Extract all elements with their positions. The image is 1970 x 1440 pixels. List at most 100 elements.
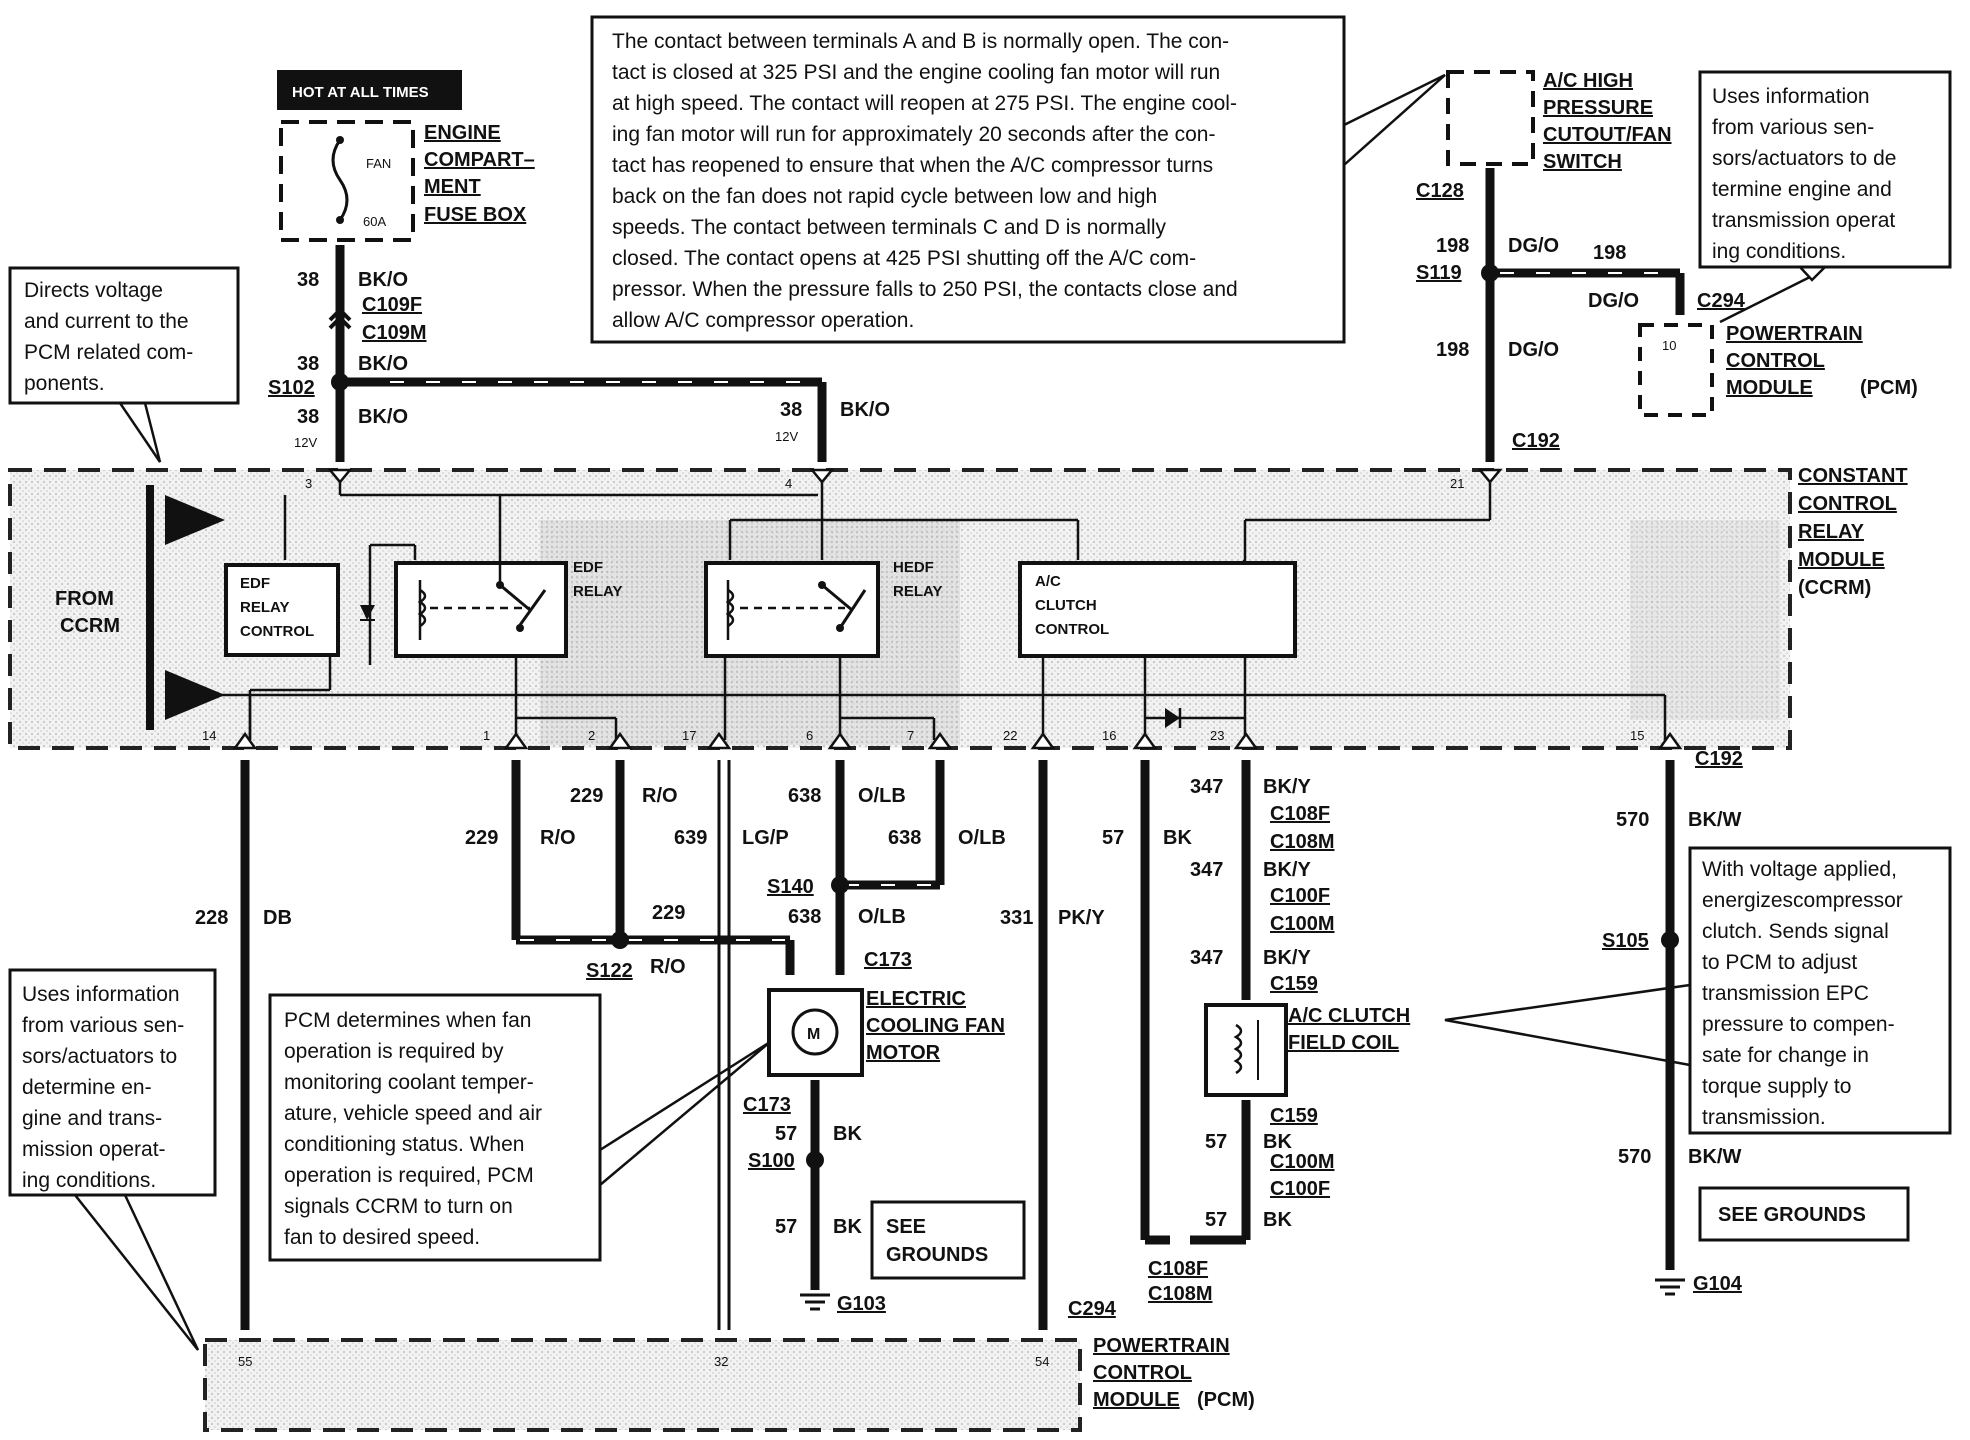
svg-text:57: 57 [1205, 1209, 1227, 1231]
svg-text:17: 17 [682, 728, 696, 743]
svg-text:COOLING FAN: COOLING FAN [866, 1015, 1005, 1037]
svg-text:228: 228 [195, 907, 228, 929]
engine-fuse-box: FAN 60A ENGINE COMPART– MENT FUSE BOX [279, 120, 535, 242]
svg-text:O/LB: O/LB [858, 785, 906, 807]
note-pressure-switch: The contact between terminals A and B is… [590, 15, 1346, 344]
svg-text:PK/Y: PK/Y [1058, 907, 1105, 929]
svg-text:C192: C192 [1695, 748, 1743, 770]
svg-text:BK/Y: BK/Y [1263, 859, 1311, 881]
svg-text:638: 638 [888, 827, 921, 849]
ground-symbol-g103 [800, 1293, 830, 1311]
svg-text:S119: S119 [1416, 262, 1462, 284]
svg-text:FIELD COIL: FIELD COIL [1288, 1032, 1399, 1054]
svg-text:S140: S140 [767, 876, 814, 898]
note-ccrm: Directs voltage and current to the PCM r… [8, 266, 240, 405]
svg-text:C100M: C100M [1270, 1151, 1334, 1173]
svg-text:R/O: R/O [642, 785, 678, 807]
svg-text:termine engine and: termine engine and [1712, 178, 1892, 201]
svg-text:C109M: C109M [362, 322, 426, 344]
svg-text:transmission EPC: transmission EPC [1702, 982, 1869, 1005]
svg-text:allow A/C compressor operation: allow A/C compressor operation. [612, 309, 914, 332]
lower-wire-labels: 228 DB 229 R/O 229 R/O 229 S122 R/O 639 … [195, 748, 1743, 1320]
ac-clutch-field-coil: A/C CLUTCH FIELD COIL [1204, 1003, 1410, 1097]
ground-symbol-g104 [1655, 1278, 1685, 1296]
svg-text:(PCM): (PCM) [1860, 377, 1918, 399]
svg-text:C109F: C109F [362, 294, 422, 316]
svg-text:C192: C192 [1512, 430, 1560, 452]
svg-text:CONSTANT: CONSTANT [1798, 465, 1908, 487]
ccrm-internal-wiring [200, 480, 1667, 740]
svg-text:SWITCH: SWITCH [1543, 151, 1622, 173]
l-label: L [175, 686, 187, 708]
pin-markers [232, 468, 1683, 750]
svg-text:operation is required by: operation is required by [284, 1040, 504, 1063]
svg-text:transmission operat: transmission operat [1712, 209, 1895, 232]
svg-text:back on the fan does not rapid: back on the fan does not rapid cycle bet… [612, 185, 1157, 208]
svg-text:C100M: C100M [1270, 913, 1334, 935]
svg-text:pressure to compen-: pressure to compen- [1702, 1013, 1895, 1036]
svg-text:MOTOR: MOTOR [866, 1042, 941, 1064]
svg-text:R/O: R/O [650, 956, 686, 978]
svg-text:BK: BK [1263, 1131, 1292, 1153]
diode-symbol [360, 605, 375, 620]
svg-text:16: 16 [1102, 728, 1116, 743]
svg-text:229: 229 [652, 902, 685, 924]
svg-text:BK: BK [1263, 1209, 1292, 1231]
svg-text:to PCM to adjust: to PCM to adjust [1702, 951, 1857, 974]
hot-at-all-times-text: HOT AT ALL TIMES [292, 84, 429, 101]
from-ccrm-line2: CCRM [60, 615, 120, 637]
svg-text:BK/W: BK/W [1688, 1146, 1741, 1168]
svg-text:C108F: C108F [1148, 1258, 1208, 1280]
svg-text:DG/O: DG/O [1508, 339, 1559, 361]
ccrm-diode [1165, 708, 1182, 728]
svg-text:BK/O: BK/O [358, 406, 408, 428]
svg-text:M: M [807, 1026, 820, 1043]
svg-text:fan to desired speed.: fan to desired speed. [284, 1226, 480, 1249]
svg-text:SEE: SEE [886, 1216, 926, 1238]
svg-text:clutch. Sends signal: clutch. Sends signal [1702, 920, 1889, 943]
svg-text:CLUTCH: CLUTCH [1035, 597, 1097, 614]
svg-text:347: 347 [1190, 776, 1223, 798]
svg-text:RELAY: RELAY [573, 583, 622, 600]
svg-text:C100F: C100F [1270, 1178, 1330, 1200]
svg-text:22: 22 [1003, 728, 1017, 743]
svg-text:A/C CLUTCH: A/C CLUTCH [1288, 1005, 1410, 1027]
svg-text:Uses information: Uses information [1712, 85, 1870, 108]
hot-at-all-times-badge [277, 70, 462, 110]
svg-text:DG/O: DG/O [1508, 235, 1559, 257]
svg-text:conditioning status. When: conditioning status. When [284, 1133, 524, 1156]
svg-text:POWERTRAIN: POWERTRAIN [1093, 1335, 1230, 1357]
svg-text:C108M: C108M [1148, 1283, 1212, 1305]
svg-text:3: 3 [305, 476, 312, 491]
svg-text:C294: C294 [1697, 290, 1746, 312]
svg-text:CONTROL: CONTROL [1726, 350, 1825, 372]
svg-text:from various sen-: from various sen- [22, 1014, 184, 1037]
svg-text:ing conditions.: ing conditions. [1712, 240, 1846, 263]
svg-text:DB: DB [263, 907, 292, 929]
svg-text:10: 10 [1662, 338, 1676, 353]
svg-text:tact has reopened to ensure th: tact has reopened to ensure that when th… [612, 154, 1213, 177]
svg-text:14: 14 [202, 728, 216, 743]
svg-text:4: 4 [785, 476, 792, 491]
svg-text:LG/P: LG/P [742, 827, 789, 849]
svg-text:monitoring coolant temper-: monitoring coolant temper- [284, 1071, 534, 1094]
svg-text:57: 57 [775, 1123, 797, 1145]
svg-text:198: 198 [1436, 339, 1469, 361]
svg-text:ature, vehicle speed and air: ature, vehicle speed and air [284, 1102, 542, 1125]
svg-text:(PCM): (PCM) [1197, 1389, 1255, 1411]
from-ccrm-group: K L FROM CCRM [55, 485, 225, 730]
svg-text:COMPART–: COMPART– [424, 149, 535, 171]
svg-text:ing fan motor will run for app: ing fan motor will run for approximately… [612, 123, 1215, 146]
svg-text:638: 638 [788, 906, 821, 928]
wire-198-labels: C128 198 DG/O S119 198 DG/O C294 198 DG/… [1416, 180, 1746, 452]
svg-text:57: 57 [775, 1216, 797, 1238]
svg-text:FUSE BOX: FUSE BOX [424, 204, 527, 226]
svg-text:7: 7 [907, 728, 914, 743]
svg-text:1: 1 [483, 728, 490, 743]
svg-text:MODULE: MODULE [1726, 377, 1813, 399]
svg-text:570: 570 [1616, 809, 1649, 831]
svg-text:ponents.: ponents. [24, 372, 105, 395]
svg-text:tact is closed at 325 PSI and: tact is closed at 325 PSI and the engine… [612, 61, 1220, 84]
svg-text:12V: 12V [775, 429, 798, 444]
svg-text:gine and trans-: gine and trans- [22, 1107, 162, 1130]
